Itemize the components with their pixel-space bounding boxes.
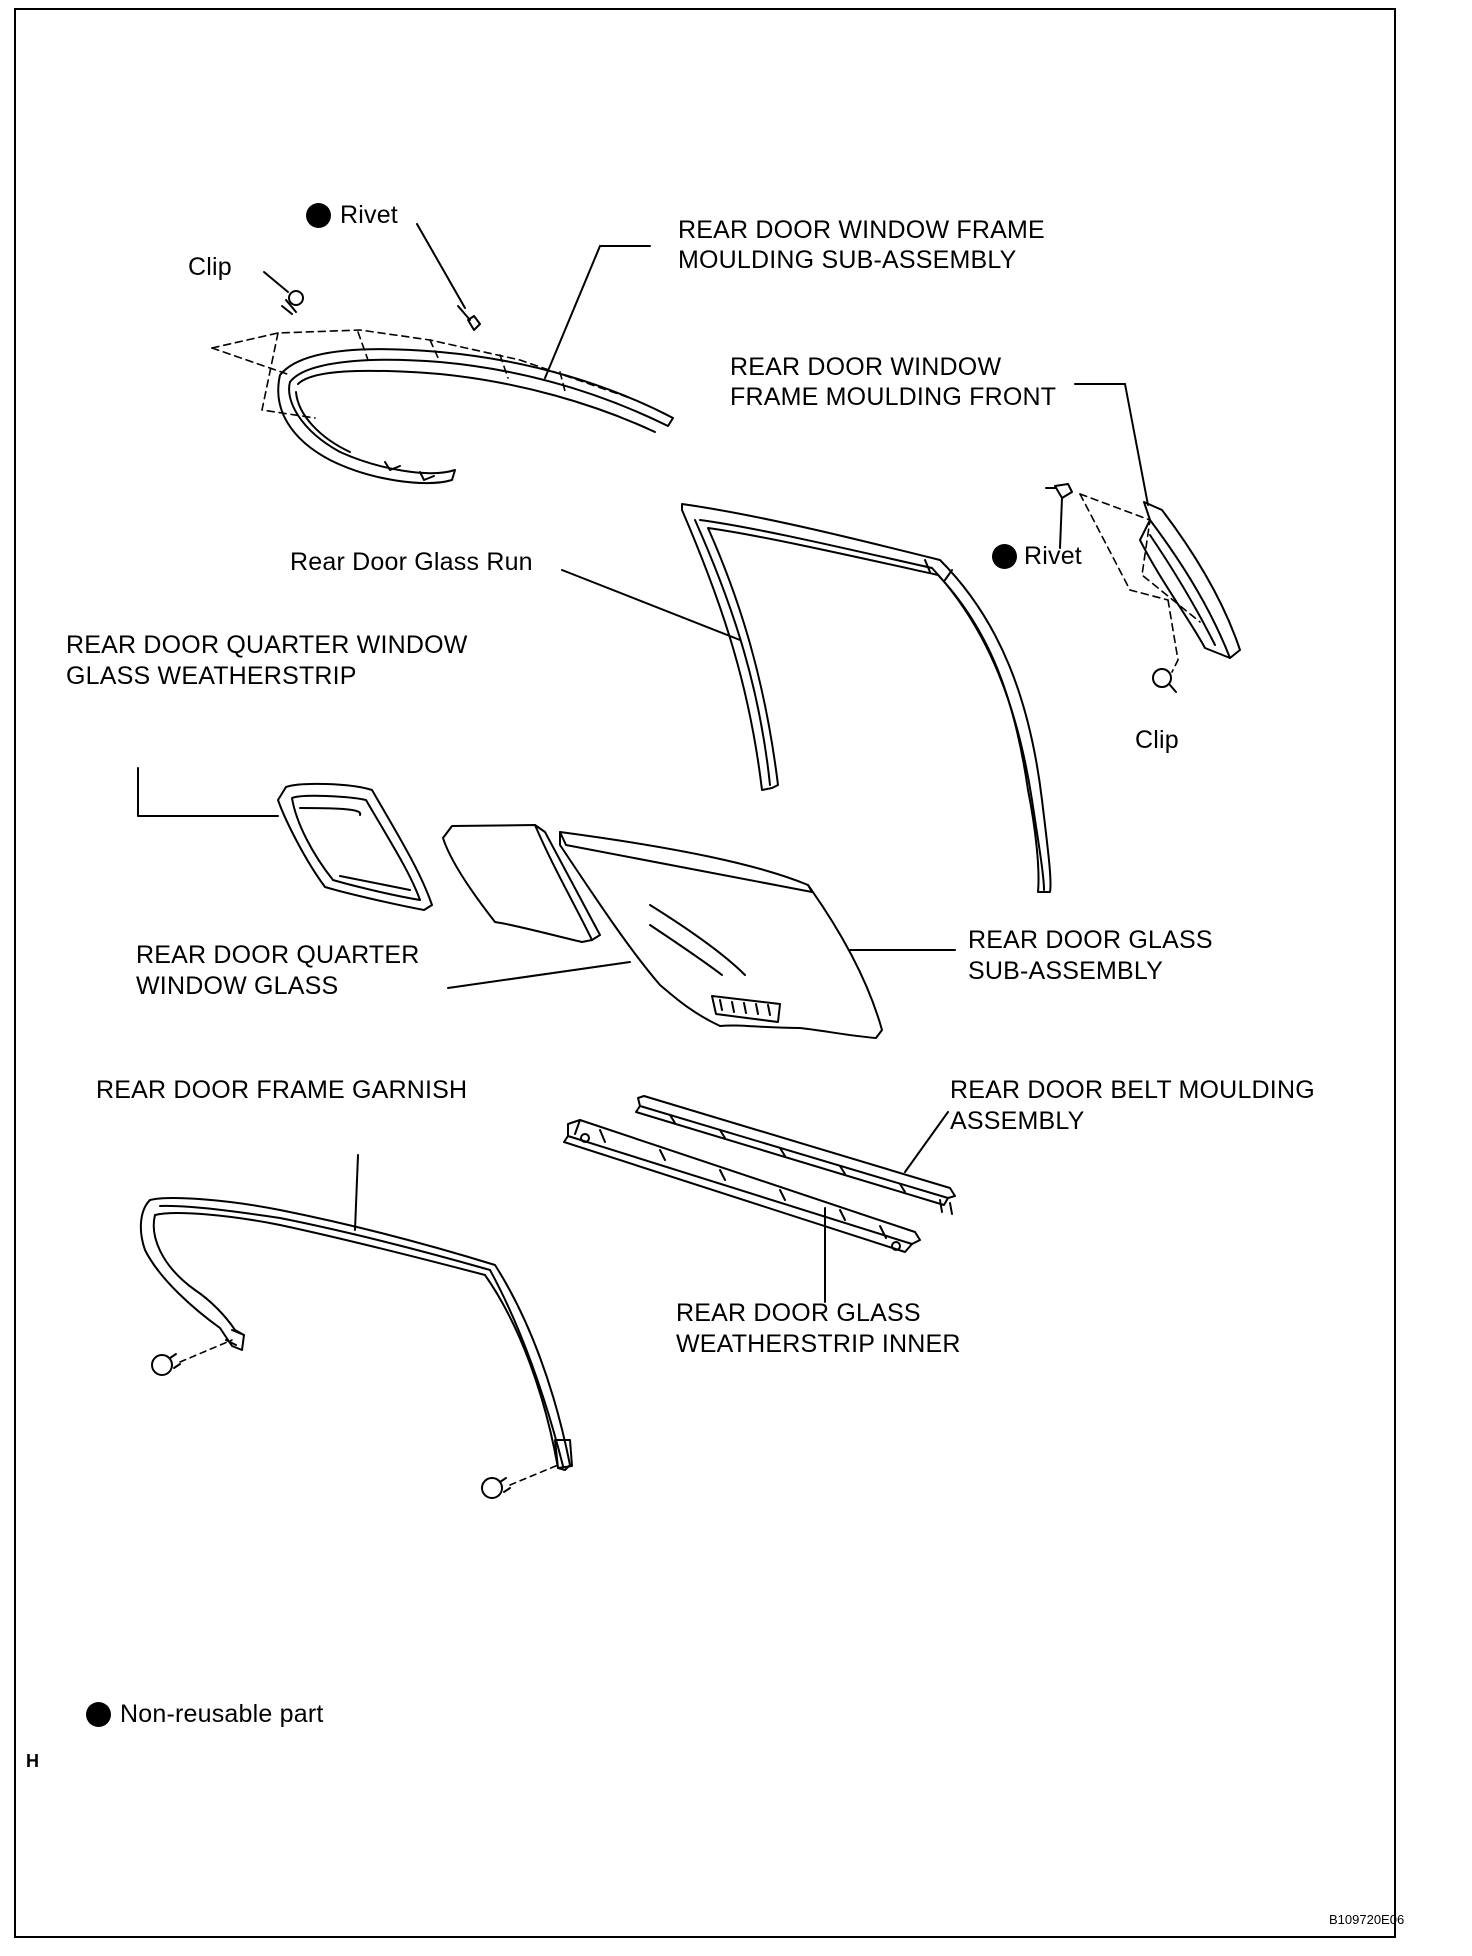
rivet-top-part [416, 223, 481, 331]
rear-door-frame-garnish [139, 1197, 573, 1471]
window-frame-moulding-sub-assembly [277, 348, 674, 485]
leader-glass-run [561, 569, 741, 641]
leader-frame-garnish [354, 1154, 359, 1231]
clip-top-part [263, 271, 304, 315]
label-weatherstrip-inner-line2: WEATHERSTRIP INNER [676, 1330, 961, 1358]
quarter-window-glass [442, 824, 601, 943]
clip-right-part [1152, 668, 1177, 693]
label-frame-moulding-sub-line1: REAR DOOR WINDOW FRAME [678, 216, 1045, 244]
label-frame-moulding-sub-line2: MOULDING SUB-ASSEMBLY [678, 246, 1017, 274]
rear-door-glass-run [681, 503, 1052, 893]
garnish-clip-bottom [481, 1464, 559, 1499]
legend-non-reusable-part: Non-reusable part [120, 1700, 324, 1728]
leader-frame-moulding-front-2 [1124, 383, 1149, 506]
quarter-window-weatherstrip [277, 782, 433, 911]
label-rivet-right: Rivet [1024, 542, 1082, 570]
label-glass-run: Rear Door Glass Run [290, 548, 533, 576]
window-frame-moulding-front [1139, 501, 1241, 659]
glass-weatherstrip-inner [563, 1119, 921, 1253]
label-glass-sub-line1: REAR DOOR GLASS [968, 926, 1213, 954]
corner-mark: H [26, 1751, 39, 1771]
non-reusable-dot-rivet-right [992, 544, 1017, 569]
non-reusable-dot-rivet-top [306, 203, 331, 228]
label-quarter-glass-line2: WINDOW GLASS [136, 972, 339, 1000]
page-border [14, 8, 1396, 1938]
garnish-clip-left [151, 1339, 233, 1376]
label-frame-moulding-front-line1: REAR DOOR WINDOW [730, 353, 1002, 381]
frame-front-dashed-guides [1079, 493, 1201, 673]
label-glass-sub-line2: SUB-ASSEMBLY [968, 957, 1164, 985]
leader-frame-moulding-sub-2 [544, 245, 601, 379]
label-clip-right: Clip [1135, 726, 1179, 754]
label-quarter-glass-line1: REAR DOOR QUARTER [136, 941, 420, 969]
rivet-right-part [1045, 483, 1073, 549]
label-quarter-weatherstrip-line1: REAR DOOR QUARTER WINDOW [66, 631, 468, 659]
legend-dot [86, 1702, 111, 1727]
frame-moulding-dashed-guides [211, 329, 631, 419]
label-weatherstrip-inner-line1: REAR DOOR GLASS [676, 1299, 921, 1327]
rear-door-glass-sub-assembly [559, 831, 883, 1039]
label-belt-moulding-line1: REAR DOOR BELT MOULDING [950, 1076, 1315, 1104]
label-quarter-weatherstrip-line2: GLASS WEATHERSTRIP [66, 662, 357, 690]
label-rivet-top: Rivet [340, 201, 398, 229]
belt-moulding-assembly [635, 1095, 956, 1215]
label-frame-moulding-front-line2: FRAME MOULDING FRONT [730, 383, 1057, 411]
label-frame-garnish: REAR DOOR FRAME GARNISH [96, 1076, 468, 1104]
label-clip-top: Clip [188, 253, 232, 281]
figure-code: B109720E06 [1329, 1912, 1405, 1927]
leader-belt-moulding [904, 1111, 949, 1173]
leader-quarter-weatherstrip [137, 767, 279, 817]
label-belt-moulding-line2: ASSEMBLY [950, 1107, 1085, 1135]
leader-quarter-glass [447, 961, 631, 989]
